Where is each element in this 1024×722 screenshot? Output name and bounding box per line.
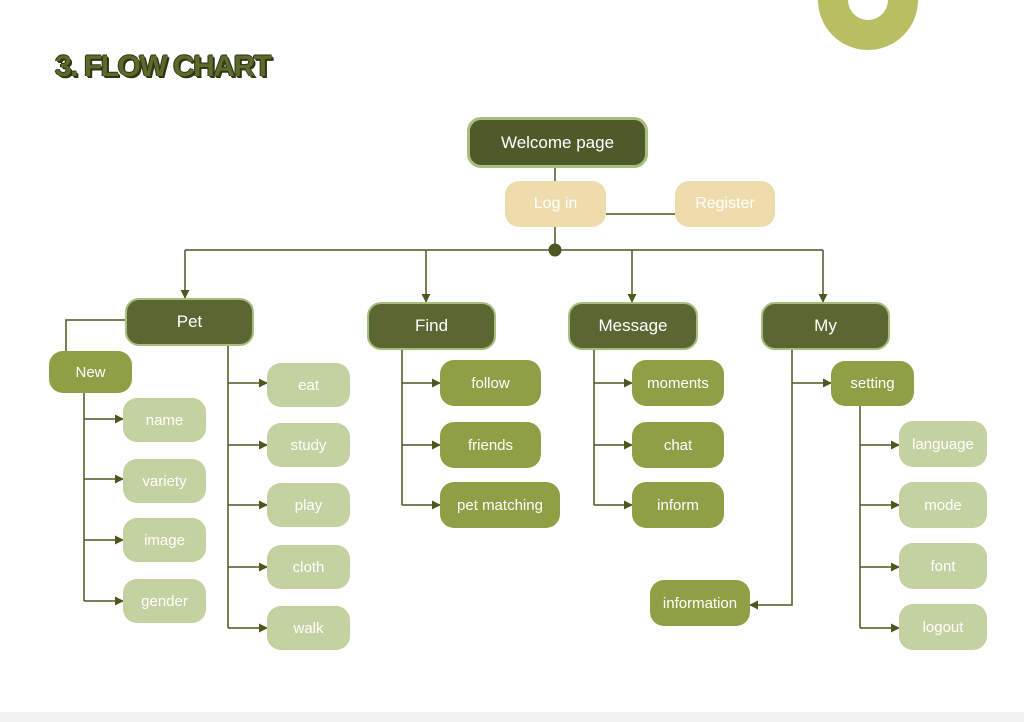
node-follow: follow: [440, 360, 541, 406]
node-moments: moments: [632, 360, 724, 406]
node-gender: gender: [123, 579, 206, 623]
node-walk: walk: [267, 606, 350, 650]
node-name: name: [123, 398, 206, 442]
page-title: 3. FLOW CHART: [55, 50, 272, 83]
node-image: image: [123, 518, 206, 562]
node-mode: mode: [899, 482, 987, 528]
node-log-in: Log in: [505, 181, 606, 227]
node-information: information: [650, 580, 750, 626]
node-my: My: [761, 302, 890, 350]
node-cloth: cloth: [267, 545, 350, 589]
node-variety: variety: [123, 459, 206, 503]
junction-dot: [548, 243, 562, 257]
node-register: Register: [675, 181, 775, 227]
node-setting: setting: [831, 361, 914, 406]
node-eat: eat: [267, 363, 350, 407]
bottom-strip: [0, 712, 1024, 722]
node-friends: friends: [440, 422, 541, 468]
node-language: language: [899, 421, 987, 467]
node-play: play: [267, 483, 350, 527]
node-find: Find: [367, 302, 496, 350]
node-font: font: [899, 543, 987, 589]
node-study: study: [267, 423, 350, 467]
node-pet: Pet: [125, 298, 254, 346]
node-new: New: [49, 351, 132, 393]
arrow-to-information: [749, 350, 793, 610]
node-message: Message: [568, 302, 698, 350]
connector-pet-new: [65, 319, 126, 352]
node-chat: chat: [632, 422, 724, 468]
node-welcome-page: Welcome page: [467, 117, 648, 168]
decorative-ring: [818, 0, 918, 50]
node-inform: inform: [632, 482, 724, 528]
node-logout: logout: [899, 604, 987, 650]
node-pet-matching: pet matching: [440, 482, 560, 528]
